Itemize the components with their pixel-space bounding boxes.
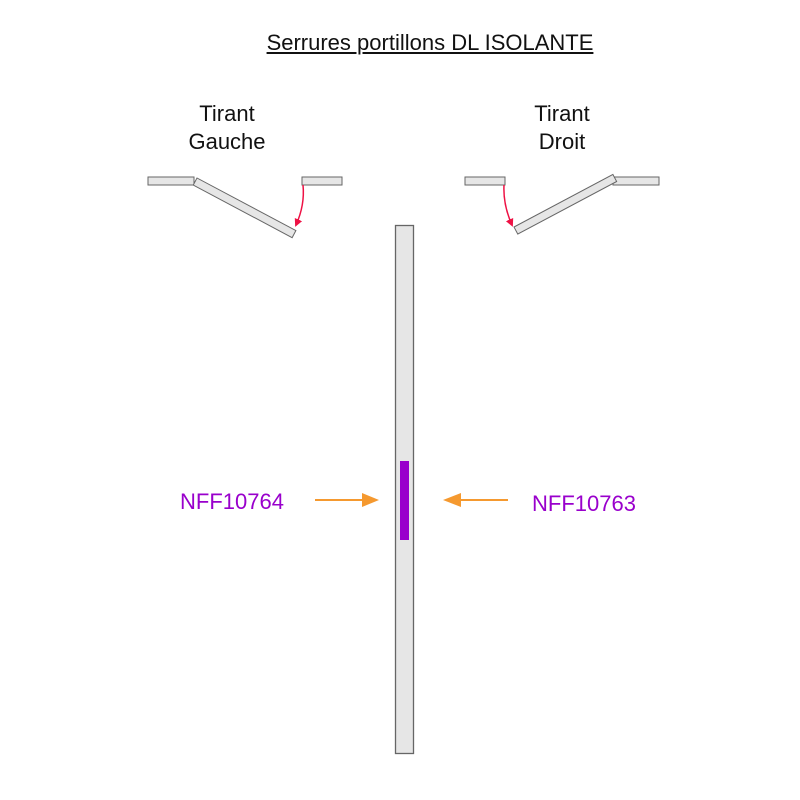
- title-text: Serrures portillons DL ISOLANTE: [266, 30, 594, 55]
- door-gauche: [147, 176, 343, 239]
- door-droit: [464, 173, 660, 235]
- ref-right: NFF10763: [532, 491, 636, 516]
- diagram-title: Serrures portillons DL ISOLANTE: [0, 30, 800, 56]
- arrow-left-pointer: [315, 493, 379, 507]
- label-line1: Tirant: [199, 101, 255, 126]
- label-line2: Droit: [538, 129, 586, 154]
- label-tirant-gauche: Tirant Gauche: [167, 100, 287, 156]
- ref-left: NFF10764: [180, 489, 284, 514]
- label-line1: Tirant: [534, 101, 590, 126]
- label-tirant-droit: Tirant Droit: [502, 100, 622, 156]
- label-line2: Gauche: [188, 129, 266, 154]
- arrow-right-pointer: [443, 493, 508, 507]
- lock-position: [400, 461, 409, 540]
